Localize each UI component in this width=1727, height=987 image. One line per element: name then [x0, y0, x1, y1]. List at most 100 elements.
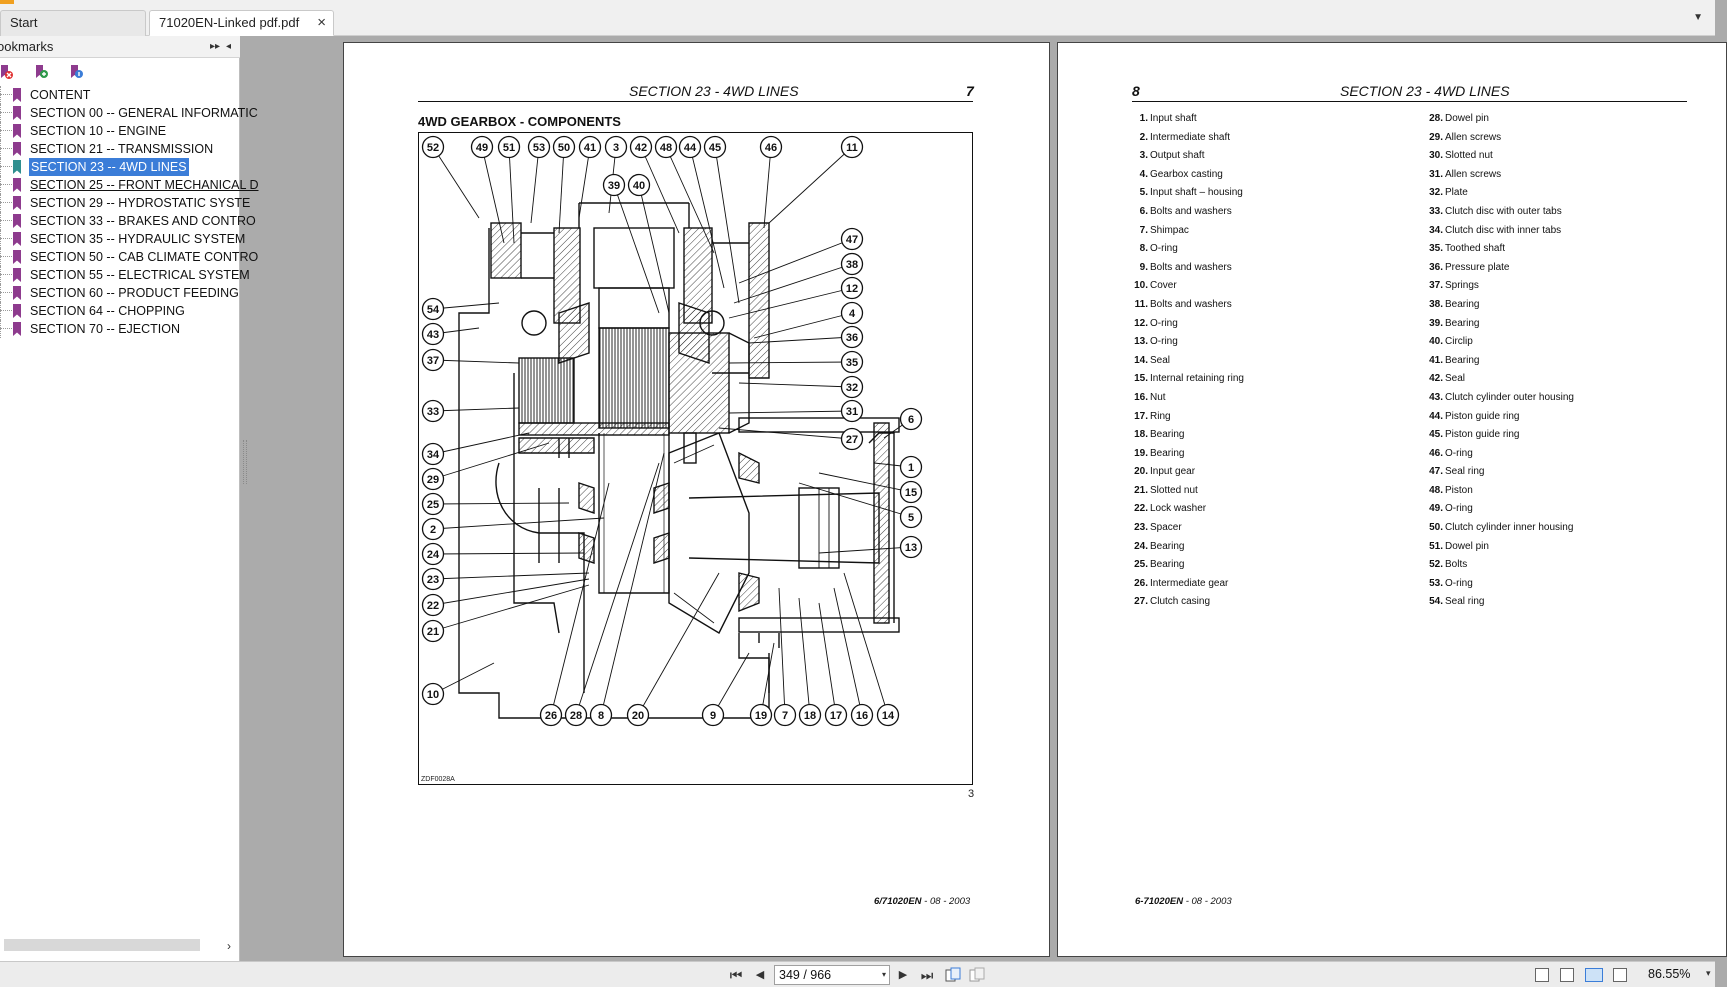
legend-text: Clutch disc with outer tabs [1445, 205, 1562, 217]
tree-connector [0, 274, 12, 275]
legend-number: 19. [1134, 447, 1148, 459]
leader-line [768, 146, 853, 224]
callout-47: 47 [840, 227, 864, 251]
callout-circle [497, 135, 521, 159]
leader-line [432, 432, 530, 455]
callout-circle [602, 173, 626, 197]
legend-item: 22.Lock washer [1130, 503, 1410, 522]
callout-circle [470, 135, 494, 159]
continuous-view-icon[interactable] [1560, 968, 1574, 982]
bookmark-icon [13, 142, 21, 156]
leader-line [689, 146, 725, 289]
legend-number: 17. [1134, 410, 1148, 422]
bookmark-icon [13, 268, 21, 282]
leader-line [432, 578, 590, 606]
tree-connector [0, 238, 12, 239]
tab-start[interactable]: Start [0, 10, 146, 36]
leader-line [798, 597, 811, 716]
tree-connector [0, 104, 1, 122]
facing-view-icon[interactable] [1585, 968, 1603, 982]
page-footer: 6/71020EN - 08 - 2003 [874, 896, 970, 907]
bookmark-properties-icon[interactable] [68, 64, 84, 80]
legend-number: 9. [1139, 261, 1148, 273]
bookmark-icon [13, 304, 21, 318]
next-page-icon[interactable]: ▶ [898, 969, 908, 981]
legend-item: 18.Bearing [1130, 429, 1410, 448]
tab-list-dropdown-icon[interactable]: ▼ [1693, 12, 1703, 23]
zoom-dropdown-icon[interactable]: ▾ [1706, 968, 1711, 978]
bookmark-item[interactable]: SECTION 60 -- PRODUCT FEEDING [0, 284, 240, 302]
scroll-right-icon[interactable]: › [227, 939, 231, 953]
tab-document[interactable]: 71020EN-Linked pdf.pdf × [149, 10, 334, 36]
legend-item: 5.Input shaft – housing [1130, 187, 1410, 206]
callout-number: 23 [427, 574, 439, 586]
leader-line [600, 452, 665, 716]
legend-number: 8. [1139, 243, 1148, 255]
expand-panel-icon[interactable]: ▸▸ [210, 41, 221, 52]
callout-46: 46 [759, 135, 783, 159]
bookmark-icon [13, 160, 21, 174]
collapse-panel-icon[interactable]: ◂ [226, 41, 232, 52]
first-page-icon[interactable]: ⏮ [729, 967, 743, 983]
add-bookmark-icon[interactable] [33, 64, 49, 80]
bookmark-item[interactable]: SECTION 35 -- HYDRAULIC SYSTEM [0, 230, 245, 248]
legend-item: 48.Piston [1425, 485, 1715, 504]
leader-line [753, 312, 853, 339]
footer-code: 6-71020EN [1135, 896, 1184, 907]
legend-number: 52. [1429, 559, 1443, 571]
legend-text: Bolts [1445, 559, 1468, 571]
close-icon[interactable]: × [317, 14, 326, 31]
callout-circle [564, 703, 588, 727]
page-dropdown-icon[interactable]: ▾ [881, 970, 886, 979]
callout-38: 38 [840, 252, 864, 276]
legend-text: Dowel pin [1445, 113, 1489, 124]
leader-line [432, 146, 480, 219]
app-accent [0, 0, 14, 4]
legend-text: O-ring [1150, 336, 1178, 348]
bookmark-item[interactable]: SECTION 29 -- HYDROSTATIC SYSTE [0, 194, 250, 212]
tab-document-label: 71020EN-Linked pdf.pdf [159, 15, 300, 30]
bookmark-item[interactable]: SECTION 55 -- ELECTRICAL SYSTEM [0, 266, 250, 284]
single-page-view-icon[interactable] [1535, 968, 1549, 982]
bookmark-item[interactable]: SECTION 70 -- EJECTION [0, 320, 240, 338]
tree-connector [0, 256, 12, 257]
previous-view-icon[interactable] [944, 966, 962, 984]
leader-line [748, 336, 853, 344]
callout-circle [899, 407, 923, 431]
bookmark-item[interactable]: SECTION 21 -- TRANSMISSION [0, 140, 240, 158]
legend-text: Toothed shaft [1445, 243, 1506, 255]
bookmark-item[interactable]: SECTION 00 -- GENERAL INFORMATIC [0, 104, 258, 122]
bookmark-item[interactable]: SECTION 50 -- CAB CLIMATE CONTRO [0, 248, 258, 266]
bookmark-label: SECTION 50 -- CAB CLIMATE CONTRO [30, 250, 259, 264]
panel-splitter[interactable] [243, 440, 247, 484]
callout-circle [421, 567, 445, 591]
delete-bookmark-icon[interactable] [0, 64, 14, 80]
bookmark-item[interactable]: SECTION 10 -- ENGINE [0, 122, 240, 140]
callout-17: 17 [824, 703, 848, 727]
next-view-icon[interactable] [968, 966, 986, 984]
bookmark-item[interactable]: SECTION 33 -- BRAKES AND CONTRO [0, 212, 256, 230]
leader-line [508, 146, 515, 244]
legend-number: 6. [1139, 205, 1148, 217]
bookmark-item[interactable]: SECTION 23 -- 4WD LINES [0, 158, 240, 176]
callout-50: 50 [552, 135, 576, 159]
previous-page-icon[interactable]: ◀ [755, 969, 765, 981]
bookmark-item[interactable]: CONTENT [0, 86, 240, 104]
callout-3: 3 [604, 135, 628, 159]
zoom-level[interactable]: 86.55% [1648, 967, 1691, 981]
callout-2: 2 [421, 517, 445, 541]
last-page-icon[interactable]: ⏭ [920, 967, 934, 983]
header-rule [1132, 101, 1687, 102]
bookmark-label: SECTION 25 -- FRONT MECHANICAL D [30, 178, 259, 192]
bookmark-label: SECTION 23 -- 4WD LINES [29, 158, 189, 176]
legend-text: Clutch cylinder outer housing [1445, 391, 1574, 403]
bookmark-item[interactable]: SECTION 25 -- FRONT MECHANICAL D [0, 176, 259, 194]
continuous-facing-view-icon[interactable] [1613, 968, 1627, 982]
horizontal-scrollbar[interactable] [4, 939, 200, 951]
page-number-field[interactable]: 349 / 966 ▾ [774, 965, 890, 985]
callout-number: 50 [558, 142, 570, 154]
tree-connector [0, 94, 12, 95]
legend-text: Bearing [1445, 298, 1480, 310]
bookmark-item[interactable]: SECTION 64 -- CHOPPING [0, 302, 240, 320]
